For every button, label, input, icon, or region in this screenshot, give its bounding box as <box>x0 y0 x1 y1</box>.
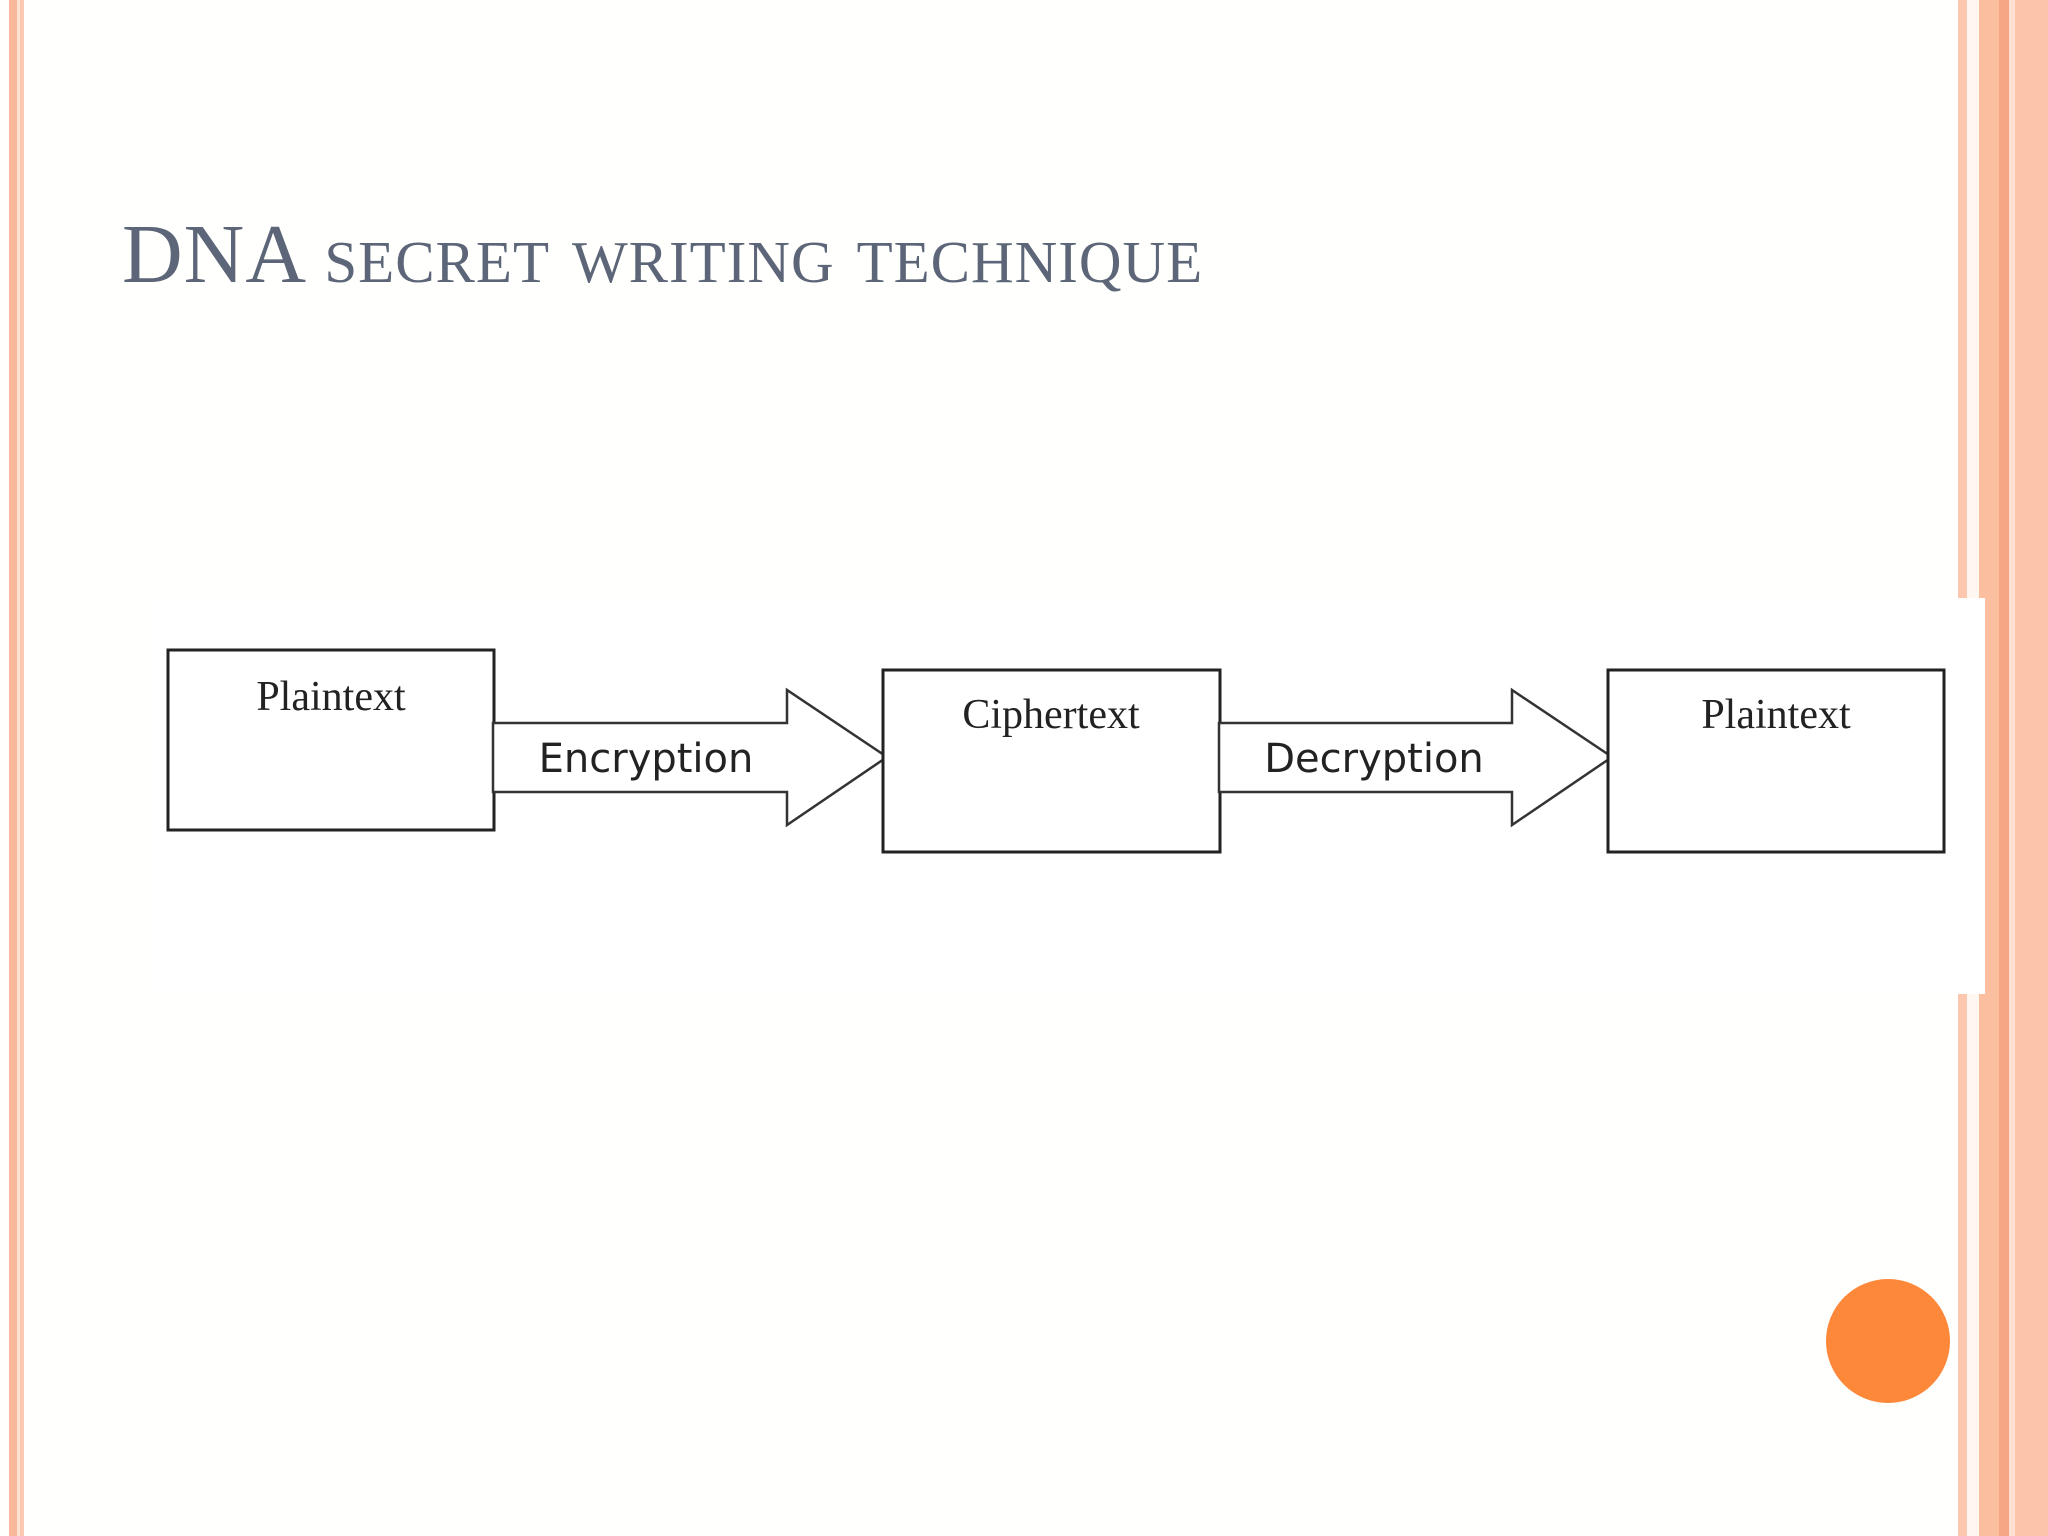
diagram-canvas: Plaintext Encryption Ciphertext Decrypti… <box>166 648 1946 854</box>
encryption-flow-diagram: Plaintext Encryption Ciphertext Decrypti… <box>150 598 1985 994</box>
encryption-arrow <box>491 687 890 828</box>
right-border-stripe <box>2009 0 2015 1536</box>
plaintext-input-label: Plaintext <box>256 674 406 720</box>
right-border-stripe <box>1979 0 1999 1536</box>
left-border-stripe <box>9 0 17 1536</box>
encryption-label: Encryption <box>539 736 754 782</box>
left-border-stripe <box>20 0 24 1536</box>
right-border-stripe <box>1999 0 2009 1536</box>
plaintext-output-label: Plaintext <box>1701 692 1851 738</box>
accent-dot <box>1826 1279 1950 1403</box>
ciphertext-box <box>881 668 1222 854</box>
right-border-stripe <box>2015 0 2048 1536</box>
plaintext-output-box <box>1606 668 1946 854</box>
ciphertext-label: Ciphertext <box>962 692 1140 738</box>
plaintext-input-box <box>166 648 496 832</box>
decryption-arrow <box>1217 687 1615 828</box>
left-border-stripe <box>17 0 20 1536</box>
slide-title: DNA secret writing technique <box>122 208 1204 301</box>
decryption-label: Decryption <box>1264 736 1484 782</box>
